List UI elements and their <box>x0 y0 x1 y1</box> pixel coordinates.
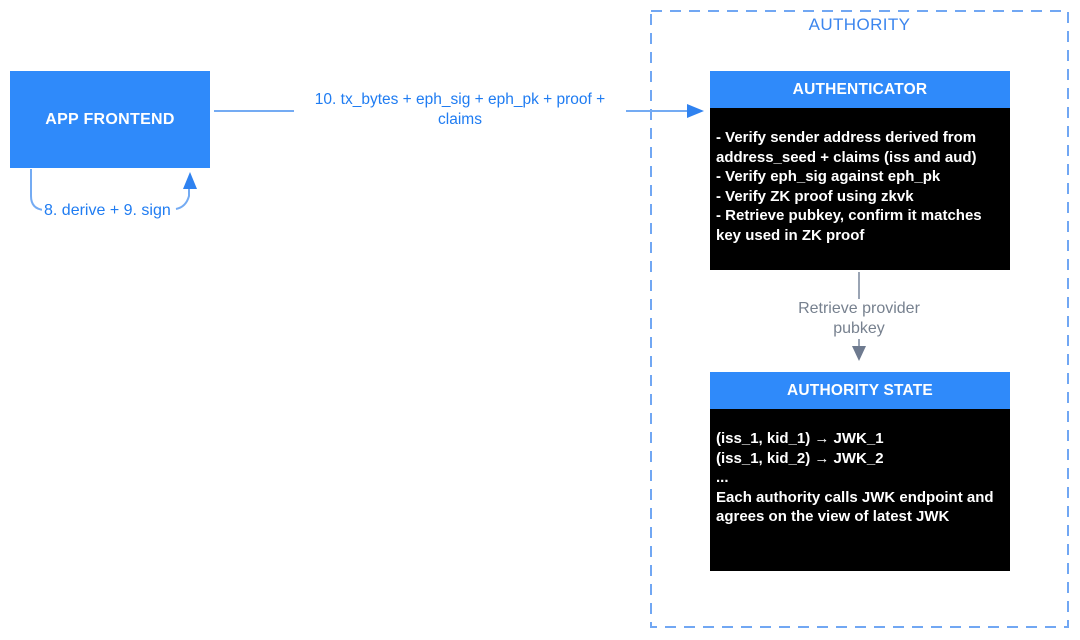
tx-arrow-label: 10. tx_bytes + eph_sig + eph_pk + proof … <box>294 90 626 130</box>
authenticator-body-line: - Retrieve pubkey, confirm it matches ke… <box>716 207 982 244</box>
retrieve-arrowhead-icon <box>852 346 866 361</box>
authenticator-body-line: - Verify sender address derived from add… <box>716 129 977 166</box>
authenticator-body-line: - Verify eph_sig against eph_pk <box>716 168 941 186</box>
app-frontend-node: APP FRONTEND <box>10 71 210 168</box>
derive-arrowhead-icon <box>183 172 197 189</box>
authenticator-body: - Verify sender address derived from add… <box>710 108 1010 270</box>
authenticator-body-line: - Verify ZK proof using zkvk <box>716 187 914 205</box>
authority-state-node: AUTHORITY STATE (iss_1, kid_1) → JWK_1 (… <box>710 372 1010 571</box>
app-frontend-label: APP FRONTEND <box>45 110 175 128</box>
authority-state-body-line: (iss_1, kid_2) → JWK_2 <box>716 449 884 467</box>
authority-state-body-line: Each authority calls JWK endpoint and ag… <box>716 488 994 526</box>
retrieve-pubkey-label: Retrieve provider pubkey <box>789 299 929 339</box>
authority-state-body: (iss_1, kid_1) → JWK_1 (iss_1, kid_2) → … <box>710 409 1010 571</box>
derive-sign-label: 8. derive + 9. sign <box>42 201 173 220</box>
authority-state-body-line: (iss_1, kid_1) → JWK_1 <box>716 430 884 447</box>
derive-loop-left <box>30 169 45 211</box>
derive-loop-right <box>175 189 190 210</box>
authenticator-header: AUTHENTICATOR <box>710 71 1010 108</box>
authority-state-header: AUTHORITY STATE <box>710 372 1010 409</box>
authenticator-node: AUTHENTICATOR - Verify sender address de… <box>710 71 1010 270</box>
authority-group-title: AUTHORITY <box>808 15 911 34</box>
authority-state-body-line: ... <box>716 469 729 487</box>
authority-group-border <box>650 10 1069 628</box>
tx-arrowhead-icon <box>687 104 704 118</box>
